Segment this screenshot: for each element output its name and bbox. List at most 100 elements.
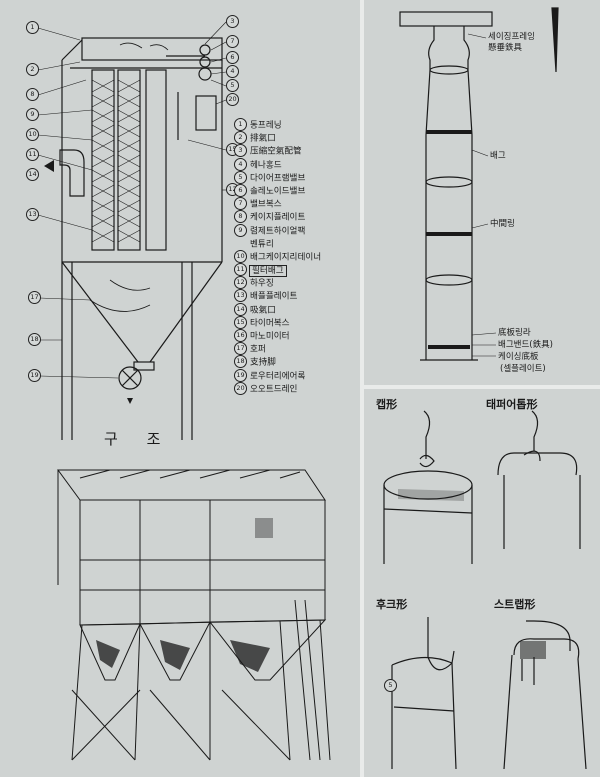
legend-number: 16	[234, 329, 247, 342]
legend-number: 3	[234, 144, 247, 158]
callout-1: 1	[26, 21, 39, 34]
callout-20: 20	[226, 93, 239, 106]
legend-text: 호퍼	[250, 344, 266, 355]
legend-text: 필터배그	[249, 264, 287, 277]
legend-number: 7	[234, 197, 247, 211]
label-cage-frame: 세이징프레잉	[488, 32, 535, 42]
legend-number: 18	[234, 355, 247, 369]
callout-5-hook: 5	[384, 679, 397, 692]
callout-14: 14	[26, 168, 39, 181]
callout-18: 18	[28, 333, 41, 346]
legend-text: 로우터리에어록	[250, 371, 306, 382]
legend-text: 마노미이터	[250, 331, 290, 342]
legend-text: 헤나홍드	[250, 160, 282, 171]
callout-5: 5	[226, 79, 239, 92]
filter-bag-panel: 세이징프레잉 懸垂鉄具 배그 中間링 底板링라 배그밴드(鉄具) 케이싱底板 (…	[364, 0, 600, 385]
legend-number: 8	[234, 210, 247, 224]
legend-number: 13	[234, 289, 247, 303]
legend-number: 9	[234, 223, 247, 237]
legend-text: 렴제트하이얼팩	[250, 226, 306, 236]
label-bottom-ring: 底板링라	[498, 328, 531, 338]
bag-mounting-types-panel: 캡形 태퍼어톱形 후크形 스트랩形 5	[364, 389, 600, 777]
callout-7: 7	[226, 35, 239, 48]
label-bag-band: 배그밴드(鉄具)	[498, 340, 553, 350]
label-suspension-fitting: 懸垂鉄具	[488, 43, 523, 53]
legend-number: 19	[234, 368, 247, 382]
title-strap-type: 스트랩形	[494, 598, 536, 611]
legend-text: 오오트드레인	[250, 384, 298, 395]
label-casing-bottom: 케이싱底板	[498, 352, 539, 362]
callout-8: 8	[26, 88, 39, 101]
collector-structure-drawing	[37, 21, 331, 761]
legend-text: 솔레노이드밸브	[250, 186, 306, 197]
mounting-types-drawing	[383, 410, 587, 770]
legend-number: 2	[234, 131, 247, 145]
legend-text: 동프레닝	[250, 120, 282, 131]
legend-text: 케이지플레이트	[250, 212, 306, 223]
callout-6: 6	[226, 51, 239, 64]
label-bag: 배그	[490, 151, 506, 161]
legend-number: 20	[234, 381, 247, 395]
filter-bag-drawing	[399, 7, 559, 361]
callout-10: 10	[26, 128, 39, 141]
legend-text: 타이머복스	[250, 318, 290, 329]
legend-text: 벤튜리	[250, 239, 274, 250]
legend-number: 15	[234, 315, 247, 329]
legend-text: 支持脚	[250, 357, 276, 368]
legend-text: 하우징	[250, 278, 274, 289]
callout-4: 4	[226, 65, 239, 78]
title-tape-top-type: 태퍼어톱形	[486, 398, 538, 411]
callout-17: 17	[28, 291, 41, 304]
label-cell-plate: (셀플레이트)	[500, 364, 546, 374]
legend-text: 吸氣口	[250, 305, 276, 316]
callout-9: 9	[26, 108, 39, 121]
callout-2: 2	[26, 63, 39, 76]
legend-number: 4	[234, 157, 247, 171]
legend-number: 11	[234, 263, 247, 277]
legend-row: 벤튜리	[234, 237, 358, 250]
legend-number: 1	[234, 118, 247, 131]
legend-text: 배플플레이트	[250, 291, 298, 302]
legend-number: 6	[234, 183, 247, 197]
callout-3: 3	[226, 15, 239, 28]
legend-number: 5	[234, 170, 247, 184]
title-hook-type: 후크形	[376, 598, 408, 611]
callout-13: 13	[26, 208, 39, 221]
legend-text: 排氣口	[250, 133, 276, 144]
legend-number: 14	[234, 302, 247, 316]
dust-collector-structure-panel: 1 2 8 9 10 11 14 13 17 18 19 3 7 6 4 5 2…	[0, 0, 360, 777]
legend-text: 배그케이지리테이너	[250, 252, 322, 263]
legend-text: 다이어프램밸브	[250, 173, 306, 184]
callout-19: 19	[28, 369, 41, 382]
structure-caption: 구 조	[104, 430, 173, 448]
legend-text: 压縮空氣配管	[250, 146, 302, 157]
legend-number: 10	[234, 249, 247, 263]
legend-number: 12	[234, 276, 247, 290]
callout-11: 11	[26, 148, 39, 161]
label-middle-ring: 中間링	[490, 219, 515, 229]
legend-number: 17	[234, 342, 247, 356]
legend-text: 밸브복스	[250, 199, 282, 210]
title-cap-type: 캡形	[376, 398, 398, 411]
